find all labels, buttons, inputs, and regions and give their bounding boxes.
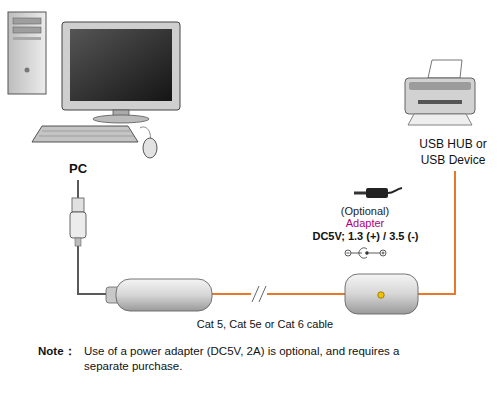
printer-top xyxy=(409,82,471,90)
printer-tray xyxy=(408,114,472,125)
optional-note: (Optional) xyxy=(325,204,405,218)
node-label: PC xyxy=(69,160,180,177)
polarity-plus-sign xyxy=(382,253,385,254)
usb-plug-body xyxy=(70,212,86,238)
polarity-minus xyxy=(345,250,351,256)
adapter-cord xyxy=(388,188,402,193)
polarity-center xyxy=(365,251,369,255)
keyboard-row xyxy=(42,131,130,132)
note-heading: Note： xyxy=(38,344,82,359)
mouse xyxy=(143,138,157,158)
break-mark xyxy=(259,286,266,302)
remote-extender-unit xyxy=(345,274,418,314)
keyboard xyxy=(32,126,138,142)
local-extender-unit xyxy=(116,279,212,311)
monitor-frame xyxy=(62,22,180,110)
pc-node: PC xyxy=(5,10,180,177)
pc-tower xyxy=(8,12,46,94)
break-mark xyxy=(252,286,259,302)
printer-body xyxy=(405,78,475,114)
adapter-plug xyxy=(366,188,388,198)
polarity-minus-sign xyxy=(347,253,350,254)
usb-plug-tip xyxy=(72,198,84,212)
polarity-plus xyxy=(380,250,386,256)
printer-paper xyxy=(428,60,462,78)
adapter-label: Adapter xyxy=(325,216,405,230)
polarity-line xyxy=(351,253,362,254)
adapter-spec: DC5V; 1.3 (+) / 3.5 (-) xyxy=(288,229,443,243)
keyboard-row xyxy=(39,136,134,137)
note-text: Use of a power adapter (DC5V, 2A) is opt… xyxy=(84,344,434,373)
drive-bay xyxy=(13,27,41,33)
node-label: USB HUB or USB Device xyxy=(408,136,498,168)
polarity-line xyxy=(369,253,380,254)
usb-strain-relief xyxy=(75,238,81,246)
cable-label: Cat 5, Cat 5e or Cat 6 cable xyxy=(180,317,350,331)
monitor-screen xyxy=(70,29,172,101)
power-button xyxy=(25,68,30,73)
monitor-base xyxy=(93,115,149,123)
usb-device-node: USB HUB or USB Device xyxy=(408,60,498,168)
status-led xyxy=(378,292,384,298)
drive-bay xyxy=(13,37,41,40)
polarity-plus-sign xyxy=(383,252,384,255)
cable-break xyxy=(251,286,267,302)
adapter-pin xyxy=(354,192,367,195)
printer-slot xyxy=(418,100,462,104)
drive-bay xyxy=(13,18,41,24)
